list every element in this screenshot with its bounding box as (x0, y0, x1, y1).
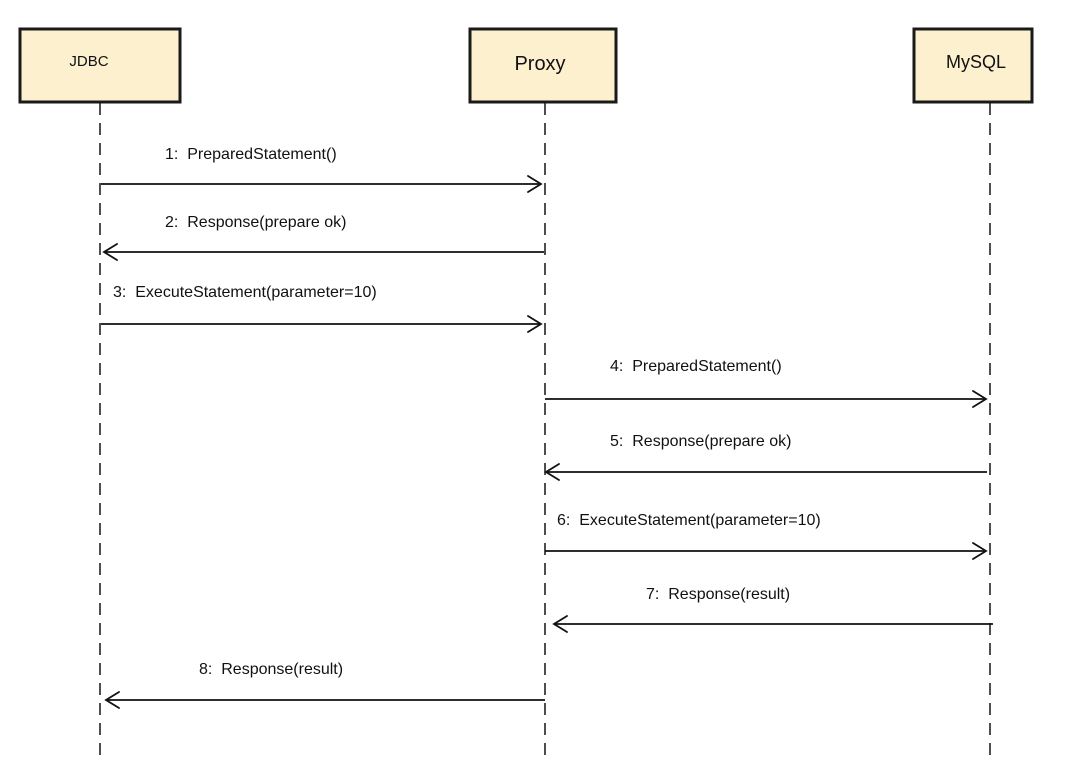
message-6-arrowhead (972, 542, 988, 560)
message-6: 6: ExecuteStatement(parameter=10) (545, 512, 988, 560)
participant-jdbc: JDBC (18, 27, 182, 104)
message-1: 1: PreparedStatement() (101, 146, 543, 193)
message-8-arrowhead (104, 691, 120, 709)
participant-proxy-box (468, 27, 618, 104)
message-5: 5: Response(prepare ok) (544, 433, 987, 481)
message-1-seq: 1 (165, 146, 174, 163)
message-3-text: ExecuteStatement(parameter=10) (135, 284, 376, 301)
message-2-text: Response(prepare ok) (187, 214, 346, 231)
message-2-label: 2: Response(prepare ok) (165, 214, 346, 231)
participant-mysql-box (912, 27, 1034, 104)
message-1-label: 1: PreparedStatement() (165, 146, 337, 163)
message-2-arrowhead (102, 243, 118, 261)
participant-proxy-label: Proxy (514, 53, 565, 75)
message-5-seq: 5 (610, 433, 619, 450)
participant-mysql: MySQL (912, 27, 1034, 104)
message-6-label: 6: ExecuteStatement(parameter=10) (557, 512, 821, 529)
message-7: 7: Response(result) (552, 586, 993, 633)
message-3-arrowhead (527, 315, 543, 333)
message-8-text: Response(result) (221, 661, 343, 678)
message-3-seq: 3 (113, 284, 122, 301)
message-2: 2: Response(prepare ok) (102, 214, 544, 261)
message-6-seq: 6 (557, 512, 566, 529)
message-7-text: Response(result) (668, 586, 790, 603)
message-4-label: 4: PreparedStatement() (610, 358, 782, 375)
participant-jdbc-box (18, 27, 182, 104)
participant-jdbc-label: JDBC (69, 53, 108, 70)
message-2-seq: 2 (165, 214, 174, 231)
message-3-label: 3: ExecuteStatement(parameter=10) (113, 284, 377, 301)
message-4: 4: PreparedStatement() (545, 358, 988, 408)
message-7-label: 7: Response(result) (646, 586, 790, 603)
message-6-text: ExecuteStatement(parameter=10) (579, 512, 820, 529)
message-7-arrowhead (552, 615, 568, 633)
message-5-text: Response(prepare ok) (632, 433, 791, 450)
message-5-label: 5: Response(prepare ok) (610, 433, 791, 450)
message-8-seq: 8 (199, 661, 208, 678)
message-4-seq: 4 (610, 358, 619, 375)
message-5-arrowhead (544, 463, 560, 481)
message-1-text: PreparedStatement() (187, 146, 336, 163)
message-4-text: PreparedStatement() (632, 358, 781, 375)
message-3: 3: ExecuteStatement(parameter=10) (101, 284, 543, 333)
participant-proxy: Proxy (468, 27, 618, 104)
message-1-arrowhead (527, 175, 543, 193)
message-8: 8: Response(result) (104, 661, 545, 709)
message-7-seq: 7 (646, 586, 655, 603)
participant-mysql-label: MySQL (946, 52, 1006, 72)
message-4-arrowhead (972, 390, 988, 408)
message-8-label: 8: Response(result) (199, 661, 343, 678)
